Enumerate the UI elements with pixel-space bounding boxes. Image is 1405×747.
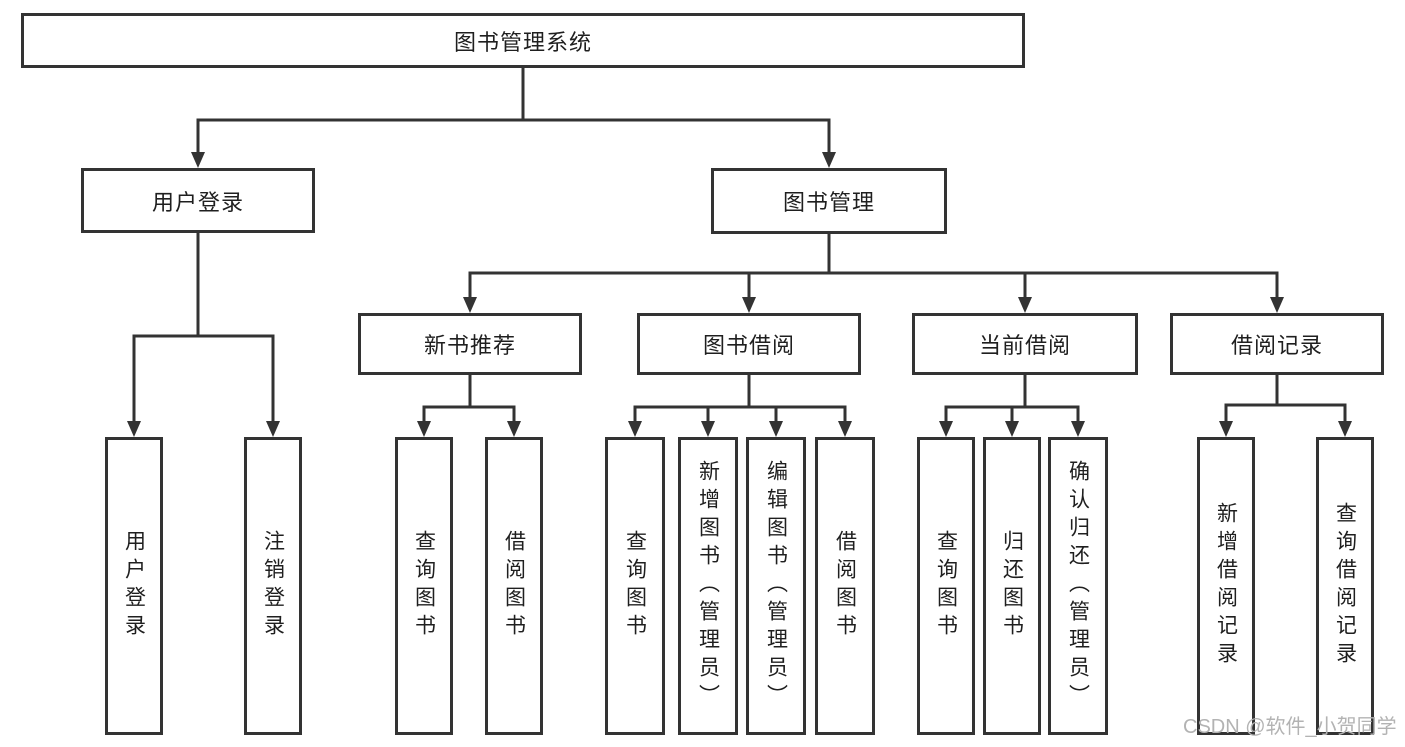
node-borrow-records: 借阅记录	[1170, 313, 1384, 375]
leaf-bb-query-books: 查询图书	[605, 437, 665, 735]
leaf-bb-edit-books-admin: 编辑图书（管理员）	[746, 437, 806, 735]
leaf-user-login: 用户登录	[105, 437, 163, 735]
leaf-br-add-record: 新增借阅记录	[1197, 437, 1255, 735]
leaf-nbr-borrow-books: 借阅图书	[485, 437, 543, 735]
csdn-watermark: CSDN @软件_小贺同学	[1183, 716, 1397, 738]
leaf-cb-return-books: 归还图书	[983, 437, 1041, 735]
node-user-login: 用户登录	[81, 168, 315, 233]
node-current-borrow: 当前借阅	[912, 313, 1138, 375]
leaf-bb-add-books-admin: 新增图书（管理员）	[678, 437, 738, 735]
node-book-management: 图书管理	[711, 168, 947, 234]
leaf-bb-borrow-books: 借阅图书	[815, 437, 875, 735]
node-new-book-recommend: 新书推荐	[358, 313, 582, 375]
leaf-nbr-query-books: 查询图书	[395, 437, 453, 735]
leaf-br-query-record: 查询借阅记录	[1316, 437, 1374, 735]
node-library-system: 图书管理系统	[21, 13, 1025, 68]
node-book-borrow: 图书借阅	[637, 313, 861, 375]
leaf-cb-query-books: 查询图书	[917, 437, 975, 735]
leaf-cb-confirm-return-admin: 确认归还（管理员）	[1048, 437, 1108, 735]
leaf-logout-login: 注销登录	[244, 437, 302, 735]
